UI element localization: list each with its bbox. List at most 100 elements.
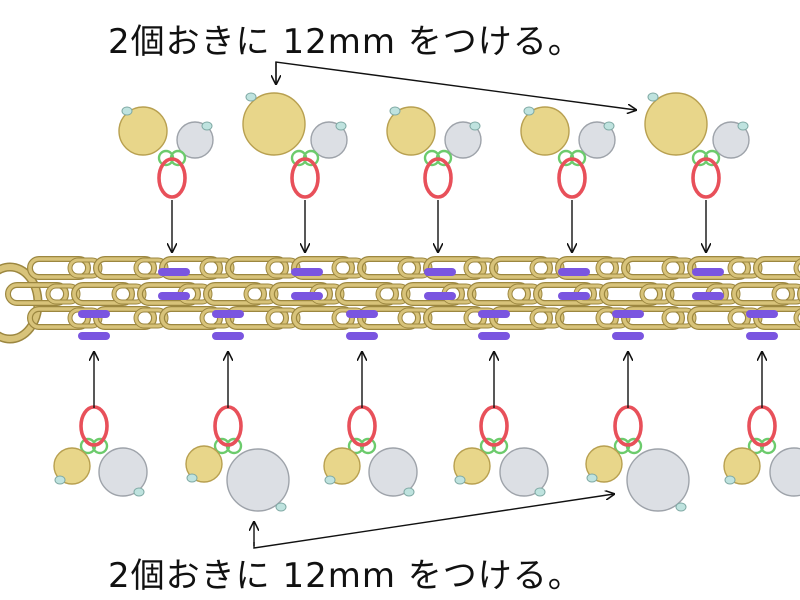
silver-bead-icon [310,121,348,159]
chain-link-icon [772,284,800,304]
bead-cap-icon [389,106,401,116]
chain-link-icon [508,284,542,304]
purple-ring-icon [692,268,724,276]
jump-ring-icon [557,157,587,199]
purple-ring-icon [558,268,590,276]
purple-ring-icon [291,268,323,276]
bead-cap-icon [647,92,659,102]
chain-link-icon [662,308,696,328]
bead-cap-icon [245,92,257,102]
gold-bead-icon [53,447,91,485]
jump-ring-icon [213,405,243,447]
chain-link-icon [402,283,464,305]
purple-ring-icon [478,310,510,318]
chain-link-icon [68,258,102,278]
chain-link-icon [794,259,800,277]
chain-link-icon [424,257,486,279]
bead-cap-icon [54,475,66,485]
purple-ring-icon [212,310,244,318]
jump-ring-icon [290,157,320,199]
chain-link-icon [622,257,684,279]
purple-ring-icon [612,332,644,340]
chain-link-icon [732,283,794,305]
jump-ring-icon [157,157,187,199]
chain-link-icon [204,283,266,305]
chain-link-icon [666,283,728,305]
purple-ring-icon [424,292,456,300]
silver-bead-icon [769,447,800,497]
purple-ring-icon [478,332,510,340]
silver-bead-icon [226,448,290,512]
chain-link-icon [332,258,366,278]
chain-band [0,256,800,344]
chain-link-icon [72,283,134,305]
chain-link-icon [46,284,80,304]
jump-ring-icon [747,405,777,447]
caption-bottom: 2個おきに 12mm をつける。 [108,556,583,596]
chain-link-icon [688,307,750,329]
jump-ring-icon [479,405,509,447]
bead-cap-icon [523,106,535,116]
purple-ring-icon [692,292,724,300]
gold-bead-icon [185,445,223,483]
silver-bead-icon [578,121,616,159]
gold-bead-icon [242,92,306,156]
charm-group [53,92,800,512]
chain-link-icon [464,258,498,278]
jump-ring-icon [347,405,377,447]
bead-cap-icon [675,502,687,512]
chain-link-icon [556,257,618,279]
caption-pointer-arrow [275,61,636,110]
silver-bead-icon [98,447,148,497]
bead-cap-icon [121,106,133,116]
gold-bead-icon [118,106,168,156]
caption-pointer-arrow [253,494,614,549]
bead-cap-icon [186,473,198,483]
gold-bead-icon [386,106,436,156]
chain-link-icon [753,256,800,280]
gold-bead-icon [323,447,361,485]
chain-link-icon [94,257,156,279]
chain-link-icon [600,283,662,305]
chain-link-icon [728,258,762,278]
silver-bead-icon [626,448,690,512]
jump-ring-icon [423,157,453,199]
silver-bead-icon [176,121,214,159]
chain-link-icon [398,308,432,328]
chain-link-icon [28,257,90,279]
bead-cap-icon [454,475,466,485]
gold-bead-icon [585,445,623,483]
chain-link-icon [226,257,288,279]
arrow-group [94,61,762,549]
chain-link-icon [138,283,200,305]
chain-link-icon [270,283,332,305]
gold-bead-icon [723,447,761,485]
bead-cap-icon [201,121,213,131]
purple-ring-icon [746,332,778,340]
silver-bead-icon [368,447,418,497]
bead-cap-icon [403,487,415,497]
silver-bead-icon [499,447,549,497]
chain-link-icon [292,257,354,279]
purple-ring-icon [291,292,323,300]
purple-ring-icon [346,332,378,340]
purple-ring-icon [558,292,590,300]
chain-link-icon [6,283,68,305]
jump-ring-icon [613,405,643,447]
purple-ring-icon [78,332,110,340]
chain-link-icon [754,257,800,279]
purple-ring-icon [424,268,456,276]
bead-cap-icon [335,121,347,131]
chain-link-icon [662,258,696,278]
purple-ring-icon [746,310,778,318]
silver-bead-icon [712,121,750,159]
purple-ring-icon [346,310,378,318]
chain-link-icon [640,284,674,304]
bead-cap-icon [724,475,736,485]
chain-link-icon [490,257,552,279]
bead-cap-icon [534,487,546,497]
chain-link-icon [336,283,398,305]
jump-ring-icon [691,157,721,199]
purple-ring-icon [158,268,190,276]
